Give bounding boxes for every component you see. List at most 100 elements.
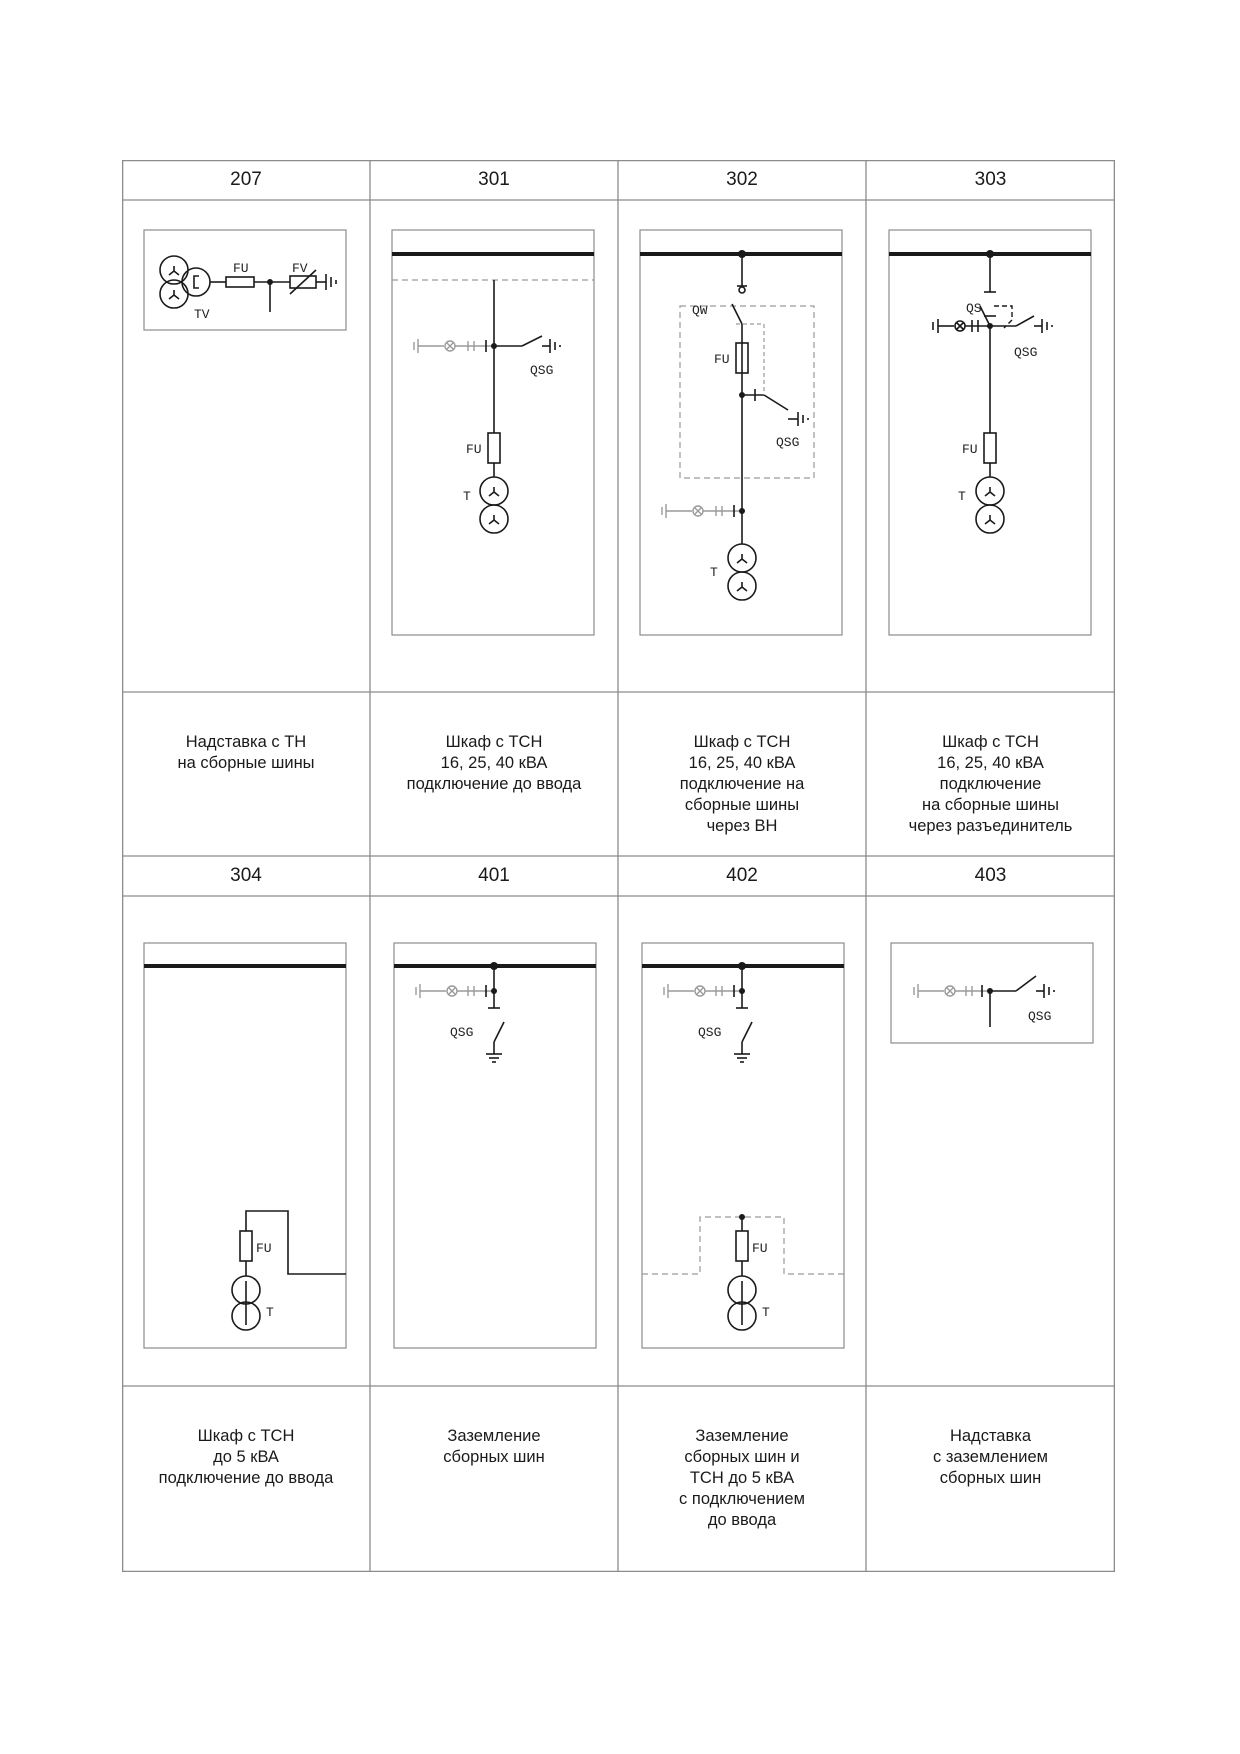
schematic-303: QS QSG FU T [888,229,1092,636]
earthing-switch [989,975,1055,1027]
panel-frame [641,942,845,1349]
cable-entry-dashed [642,1216,844,1275]
header-403: 403 [974,865,1007,886]
label-fu: FU [752,1241,768,1256]
panel-frame [888,229,1092,636]
schematic-table: 207 301 302 303 Надставка с ТН на сборны… [121,159,1115,1572]
junction-dot [739,508,745,514]
label-fu: FU [256,1241,272,1256]
desc-304: Шкаф с ТСН до 5 кВА подключение до ввода [122,1386,370,1572]
desc-line: Шкаф с ТСН [197,1427,295,1445]
header-207: 207 [230,169,262,190]
desc-line: подключение до ввода [158,1469,334,1487]
desc-line: ТСН до 5 кВА [689,1469,795,1487]
schematic-302: QW FU QSG T [639,229,843,636]
desc-line: сборных шин и [684,1448,800,1466]
schematic-401: QSG [393,942,597,1349]
label-fu: FU [714,352,730,367]
desc-line: подключение на [679,775,805,793]
desc-line: сборных шин [443,1448,545,1466]
desc-line: Шкаф с ТСН [445,733,543,751]
schematic-304: FU T [143,942,347,1349]
desc-line: с подключением [679,1490,805,1508]
desc-line: сборные шины [684,796,800,814]
label-t: T [463,489,471,504]
label-qsg: QSG [776,435,799,450]
junction-dot [491,988,497,994]
feeder-line [932,254,1053,534]
desc-line: 16, 25, 40 кВА [440,754,548,772]
label-t: T [266,1305,274,1320]
label-t: T [710,565,718,580]
desc-303: Шкаф с ТСН 16, 25, 40 кВА подключение на… [866,692,1115,856]
desc-line: на сборные шины [177,754,315,772]
desc-line: 16, 25, 40 кВА [688,754,796,772]
label-qsg: QSG [530,363,553,378]
label-qw: QW [692,303,708,318]
label-qs: QS [966,301,982,316]
desc-line: Заземление [447,1427,541,1445]
desc-line: на сборные шины [921,796,1060,814]
desc-line: до ввода [707,1511,777,1529]
schematic-301: QSG FU T [391,229,595,636]
desc-line: подключение [939,775,1042,793]
header-302: 302 [726,169,758,190]
feeder-line [479,280,561,534]
desc-line: Надставка с ТН [185,733,307,751]
desc-line: Надставка [949,1427,1032,1445]
label-qsg: QSG [450,1025,473,1040]
voltage-indicator-symbol [413,339,494,353]
label-fu: FU [962,442,978,457]
feeder-line [727,1217,757,1331]
fuse-line [210,269,337,312]
desc-line: Шкаф с ТСН [693,733,791,751]
feeder-line [231,1210,346,1331]
label-t: T [762,1305,770,1320]
header-402: 402 [726,865,758,886]
table-grid-lines [121,159,1115,1572]
label-fu: FU [466,442,482,457]
label-qsg: QSG [1014,345,1037,360]
desc-207: Надставка с ТН на сборные шины [122,692,370,856]
voltage-transformer-symbol [159,255,211,309]
header-304: 304 [230,865,262,886]
label-qsg: QSG [698,1025,721,1040]
junction-dot [987,988,993,994]
earthing-switch [486,966,505,1063]
header-301: 301 [478,169,510,190]
desc-line: Шкаф с ТСН [942,733,1039,751]
desc-line: сборных шин [939,1469,1042,1487]
label-t: T [958,489,966,504]
panel-frame [890,942,1094,1044]
panel-frame [393,942,597,1349]
voltage-indicator-symbol [663,984,742,998]
junction-dot [987,323,993,329]
header-303: 303 [974,169,1007,190]
feeder-line [727,254,809,601]
desc-line: с заземлением [933,1448,1048,1466]
panel-frame [143,942,347,1349]
voltage-indicator-symbol [661,504,742,518]
schematic-207: FU FV TV [143,229,347,331]
vacuum-switch-enclosure [679,305,815,479]
desc-line: 16, 25, 40 кВА [937,754,1044,772]
schematic-403: QSG [890,942,1094,1044]
desc-line: до 5 кВА [213,1448,279,1466]
label-fu: FU [233,261,249,276]
header-401: 401 [478,865,510,886]
voltage-indicator-symbol [913,984,990,998]
label-tv: TV [194,307,210,322]
desc-line: Заземление [695,1427,789,1445]
desc-line: подключение до ввода [406,775,582,793]
panel-frame [143,229,347,331]
panel-frame [639,229,843,636]
desc-301: Шкаф с ТСН 16, 25, 40 кВА подключение до… [370,692,618,856]
label-fv: FV [292,261,308,276]
desc-402: Заземление сборных шин и ТСН до 5 кВА с … [618,1386,866,1572]
label-qsg: QSG [1028,1009,1051,1024]
earthing-switch [734,966,753,1063]
desc-401: Заземление сборных шин [370,1386,618,1572]
desc-line: через ВН [706,817,778,835]
junction-dot [491,343,497,349]
desc-line: через разъединитель [908,817,1073,835]
